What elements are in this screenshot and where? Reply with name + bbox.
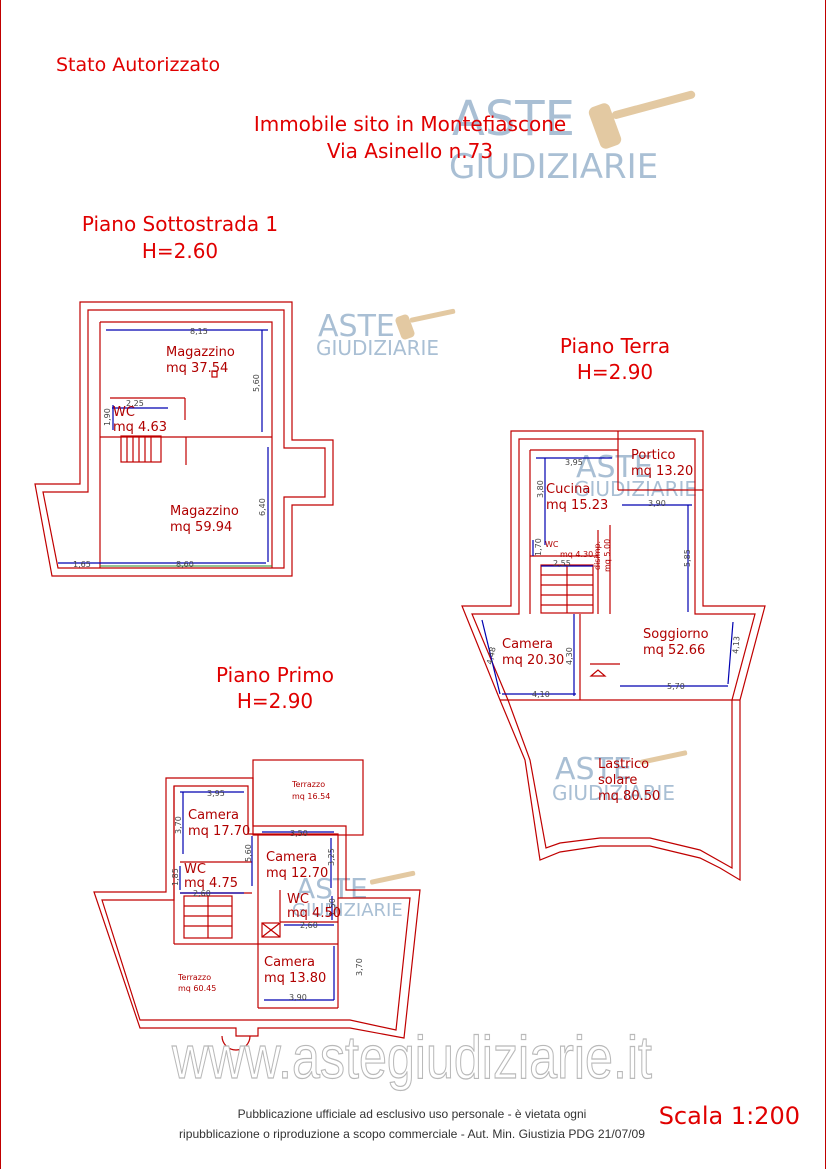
room-name: Portico	[631, 448, 676, 463]
room-name: WC	[113, 405, 135, 420]
watermark-logo-basement: ASTE GIUDIZIARIE	[316, 308, 456, 360]
dim-label: 6,40	[258, 498, 267, 516]
room-name: Camera	[502, 637, 553, 652]
dim-label: 4,10	[532, 690, 550, 699]
room-area: mq 37.54	[166, 361, 228, 376]
room-area: mq 15.23	[546, 498, 608, 513]
room-name: Camera	[266, 850, 317, 865]
dim-label: 5,60	[252, 374, 261, 392]
watermark-brand-sub: GIUDIZIARIE	[316, 336, 439, 360]
first-floor-height: H=2.90	[237, 689, 313, 713]
gavel-icon	[369, 870, 416, 885]
room-name: disimp.	[593, 541, 602, 570]
basement-floor-title: Piano Sottostrada 1	[82, 212, 278, 236]
room-area: mq 16.54	[292, 792, 330, 801]
dim-label: 2,25	[126, 399, 144, 408]
dim-label: 5,85	[683, 549, 692, 567]
watermark-brand: ASTE	[318, 309, 395, 344]
dim-label: 4,13	[731, 636, 742, 655]
watermark-logo-ground: ASTE GIUDIZIARIE	[574, 450, 697, 501]
dim-label: 8,15	[190, 327, 208, 336]
room-area: mq 52.66	[643, 643, 705, 658]
room-name: WC	[545, 540, 559, 549]
room-area: mq 4.63	[113, 420, 167, 435]
watermark-brand-sub: GIUDIZIARIE	[292, 900, 403, 921]
room-area: mq 12.70	[266, 866, 328, 881]
ground-floor-height: H=2.90	[577, 360, 653, 384]
first-floor-title: Piano Primo	[216, 663, 334, 687]
status-label: Stato Autorizzato	[56, 54, 220, 76]
room-area: mq 4.50	[287, 906, 341, 921]
dim-label: 1,70	[534, 538, 543, 556]
footer-line-1: Pubblicazione ufficiale ad esclusivo uso…	[238, 1107, 587, 1121]
dim-label: 3,90	[648, 499, 666, 508]
room-name: Magazzino	[170, 504, 239, 519]
room-name: Camera	[264, 955, 315, 970]
room-area: mq 13.20	[631, 464, 693, 479]
watermark-logo-first: ASTE GIUDIZIARIE	[292, 870, 416, 921]
room-name: Terrazzo	[291, 780, 325, 789]
dim-label: 4,48	[485, 646, 498, 665]
room-area: mq 4.30	[560, 550, 593, 559]
ground-floor-title: Piano Terra	[560, 334, 670, 358]
dim-label: 3,90	[289, 993, 307, 1002]
dim-label: 5,70	[667, 682, 685, 691]
room-name-line2: solare	[598, 773, 637, 788]
dim-label: 2,60	[300, 921, 318, 930]
gavel-icon	[395, 308, 456, 340]
dim-label: 1,50	[328, 898, 337, 916]
room-area: mq 17.70	[188, 824, 250, 839]
first-plan	[93, 759, 421, 1051]
dim-label: 3,80	[536, 480, 545, 498]
watermark-brand: ASTE	[576, 450, 653, 485]
watermark-logo-lastrico: ASTE GIUDIZIARIE	[552, 750, 688, 805]
dim-label: 2,60	[193, 889, 211, 898]
watermark-logo-top: ASTE GIUDIZIARIE	[449, 90, 696, 187]
dim-label: 4,30	[565, 647, 574, 665]
gavel-icon	[588, 90, 696, 149]
room-name: Lastrico	[598, 757, 649, 772]
scale-label: Scala 1:200	[659, 1102, 800, 1130]
watermark-brand: ASTE	[555, 752, 632, 787]
room-area: mq 5.00	[603, 539, 612, 572]
room-name: WC	[184, 862, 206, 877]
room-name: Magazzino	[166, 345, 235, 360]
address-line-2: Via Asinello n.73	[327, 139, 493, 163]
room-name: Soggiorno	[643, 627, 709, 642]
watermark-brand-top: ASTE	[452, 91, 575, 147]
dim-label: 3,70	[355, 958, 364, 976]
dim-label: 3,95	[565, 458, 583, 467]
room-name: Camera	[188, 808, 239, 823]
dim-label: 8,60	[176, 560, 194, 569]
watermark-site: www.astegiudiziarie.it	[171, 1024, 652, 1091]
dim-label: 3,70	[174, 816, 183, 834]
dim-label: 3,50	[290, 829, 308, 838]
watermark-brand-sub: GIUDIZIARIE	[574, 477, 697, 501]
room-area: mq 20.30	[502, 653, 564, 668]
room-area: mq 13.80	[264, 971, 326, 986]
gavel-icon	[639, 750, 688, 765]
dim-label: 1,90	[103, 408, 112, 426]
basement-plan	[34, 301, 334, 577]
room-name: WC	[287, 892, 309, 907]
address-line-1: Immobile sito in Montefiascone	[254, 112, 566, 136]
room-area: mq 60.45	[178, 984, 216, 993]
dim-label: 2,55	[553, 559, 571, 568]
dim-label: 3,95	[207, 789, 225, 798]
room-area: mq 4.75	[184, 876, 238, 891]
dim-label: 5,60	[244, 844, 253, 862]
room-name: Cucina	[546, 482, 590, 497]
dim-label: 3,25	[327, 848, 336, 866]
ground-plan	[461, 430, 766, 882]
footer-line-2: ripubblicazione o riproduzione a scopo c…	[179, 1127, 645, 1141]
dim-label: 1,65	[73, 560, 91, 569]
basement-floor-height: H=2.60	[142, 239, 218, 263]
room-area: mq 59.94	[170, 520, 232, 535]
room-name: Terrazzo	[177, 973, 211, 982]
room-area: mq 80.50	[598, 789, 660, 804]
watermark-brand-sub: GIUDIZIARIE	[552, 781, 675, 805]
watermark-brand-sub-top: GIUDIZIARIE	[449, 147, 658, 187]
dim-label: 1,85	[171, 868, 180, 886]
